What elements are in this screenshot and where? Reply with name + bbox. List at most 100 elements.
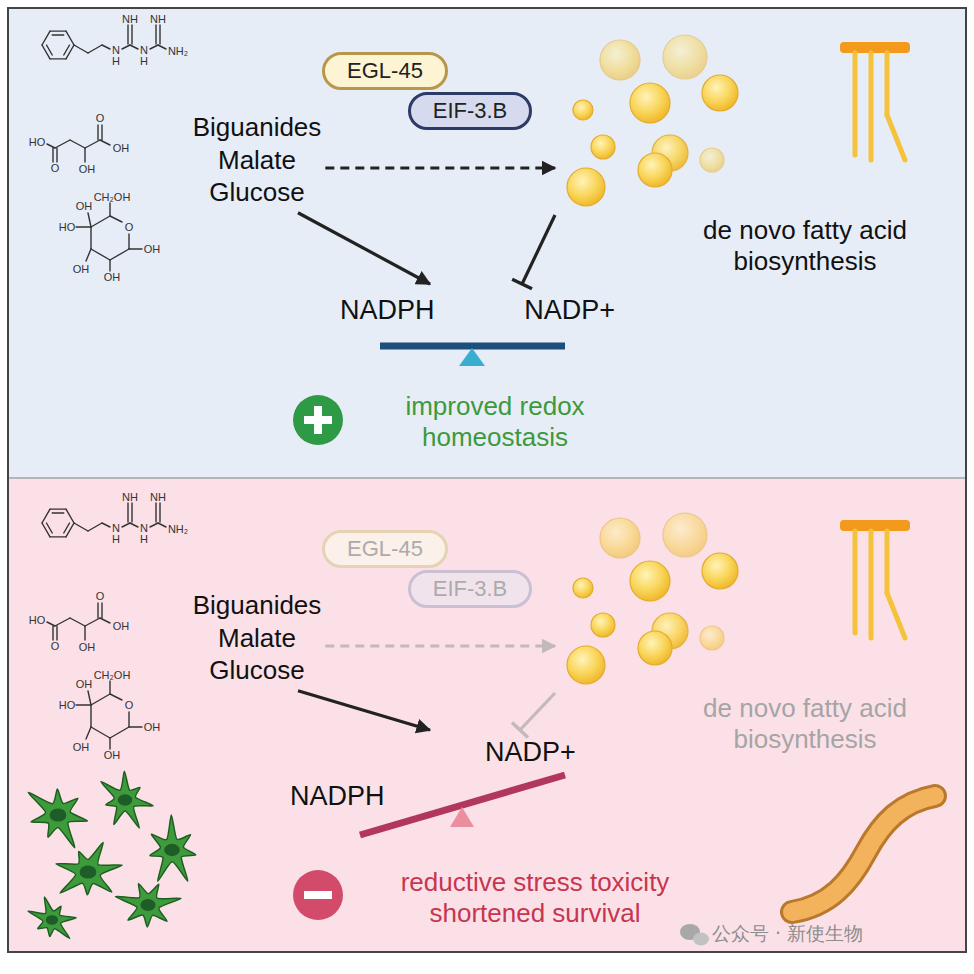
atom-label: OH xyxy=(79,164,96,175)
bond-line xyxy=(64,523,70,533)
connector-line xyxy=(325,166,555,169)
bond-line xyxy=(110,694,122,700)
lipid-tail xyxy=(887,115,905,160)
bond-line xyxy=(42,31,50,45)
node-text: EIF-3.B xyxy=(433,99,508,123)
atom-label: O xyxy=(125,700,134,711)
bond-line xyxy=(90,705,91,727)
atom-label: O xyxy=(125,222,134,233)
bond-line xyxy=(91,249,110,260)
lipid-head xyxy=(840,520,910,531)
cell-shape xyxy=(101,771,153,828)
node-text: EIF-3.B xyxy=(433,577,508,601)
bond-line xyxy=(110,727,129,738)
atom-label: H xyxy=(140,56,148,67)
structure-bonds xyxy=(42,503,166,749)
plus-icon xyxy=(293,395,343,445)
atom-label: NH₂ xyxy=(168,524,188,535)
lipid-droplet xyxy=(663,513,707,557)
minus-icon xyxy=(293,870,343,920)
atom-label: O xyxy=(96,591,105,602)
balance-fulcrum xyxy=(450,807,474,827)
connector-line xyxy=(522,215,555,284)
node-text: Biguanides Malate Glucose xyxy=(193,111,322,209)
bond-line xyxy=(66,31,74,45)
atom-label: H xyxy=(112,534,120,545)
bond-line xyxy=(91,727,110,738)
cell-shape xyxy=(150,815,196,881)
bond-line xyxy=(74,523,88,531)
lipid-head xyxy=(840,42,910,53)
panel-divider xyxy=(8,477,966,479)
atom-label: OH xyxy=(73,742,90,753)
bond-line xyxy=(42,45,50,59)
lipid-droplet xyxy=(702,553,738,589)
protein-pill: EIF-3.B xyxy=(408,92,533,130)
bond-line xyxy=(131,25,132,44)
bond-line xyxy=(88,45,102,53)
bond-line xyxy=(91,694,110,705)
arrow-connector xyxy=(325,168,555,169)
bond-line xyxy=(102,523,110,527)
atom-label: NH xyxy=(122,492,138,503)
cell-nucleus xyxy=(46,915,58,925)
node-text: NADP+ xyxy=(524,296,615,326)
frame xyxy=(8,8,966,952)
lipid-tail xyxy=(869,53,874,160)
lipid-droplet xyxy=(638,631,672,665)
bond-line xyxy=(42,523,50,537)
bond-line xyxy=(109,738,110,749)
atom-label: HO xyxy=(29,137,46,148)
bond-line xyxy=(109,681,110,694)
atom-label: HO xyxy=(29,615,46,626)
bond-line xyxy=(55,140,70,148)
top-panel xyxy=(8,8,966,478)
bond-line xyxy=(110,216,122,222)
protein-pill: EGL-45 xyxy=(322,52,448,90)
cell-nucleus xyxy=(80,865,97,878)
balance-fulcrum xyxy=(459,348,485,366)
lipid-droplet xyxy=(630,83,670,123)
wechat-icon xyxy=(680,924,709,946)
lipid-tail xyxy=(885,53,890,115)
node-text: NADPH xyxy=(290,782,385,812)
redox-balance: NADPHNADP+ xyxy=(285,730,615,850)
bond-line xyxy=(110,249,129,260)
lipid-droplet xyxy=(700,148,724,172)
cell-shape xyxy=(56,843,122,895)
lipid-droplet xyxy=(591,613,615,637)
bond-line xyxy=(109,260,110,271)
bottom-panel xyxy=(8,478,966,952)
bond-line xyxy=(50,58,66,59)
bond-line xyxy=(159,25,160,44)
bond-line xyxy=(50,536,66,537)
atom-label: H xyxy=(140,534,148,545)
connector-line xyxy=(298,691,430,730)
bond-line xyxy=(127,503,128,522)
bond-line xyxy=(76,226,91,227)
bond-line xyxy=(102,45,110,49)
bond-line xyxy=(122,45,130,49)
cell-shape xyxy=(28,789,87,848)
bond-line xyxy=(128,712,129,727)
bond-line xyxy=(86,249,91,261)
bond-line xyxy=(56,148,57,162)
atom-label: N xyxy=(140,523,148,534)
structure-bonds xyxy=(42,25,166,271)
bond-line xyxy=(66,523,74,537)
bond-line xyxy=(101,603,102,618)
atom-label: O xyxy=(96,113,105,124)
pathway-box: de novo fatty acid biosynthesis xyxy=(555,513,930,753)
arrow-connector xyxy=(325,646,555,647)
bond-line xyxy=(52,34,64,35)
outcome-text: improved redox homeostasis xyxy=(370,387,620,457)
cell-nucleus xyxy=(50,808,67,821)
bond-line xyxy=(155,25,156,44)
compound-list: Biguanides Malate Glucose xyxy=(189,107,326,213)
lipid-tail xyxy=(853,531,858,633)
bond-line xyxy=(101,125,102,140)
bond-line xyxy=(100,618,110,623)
atom-label: O xyxy=(51,641,60,652)
